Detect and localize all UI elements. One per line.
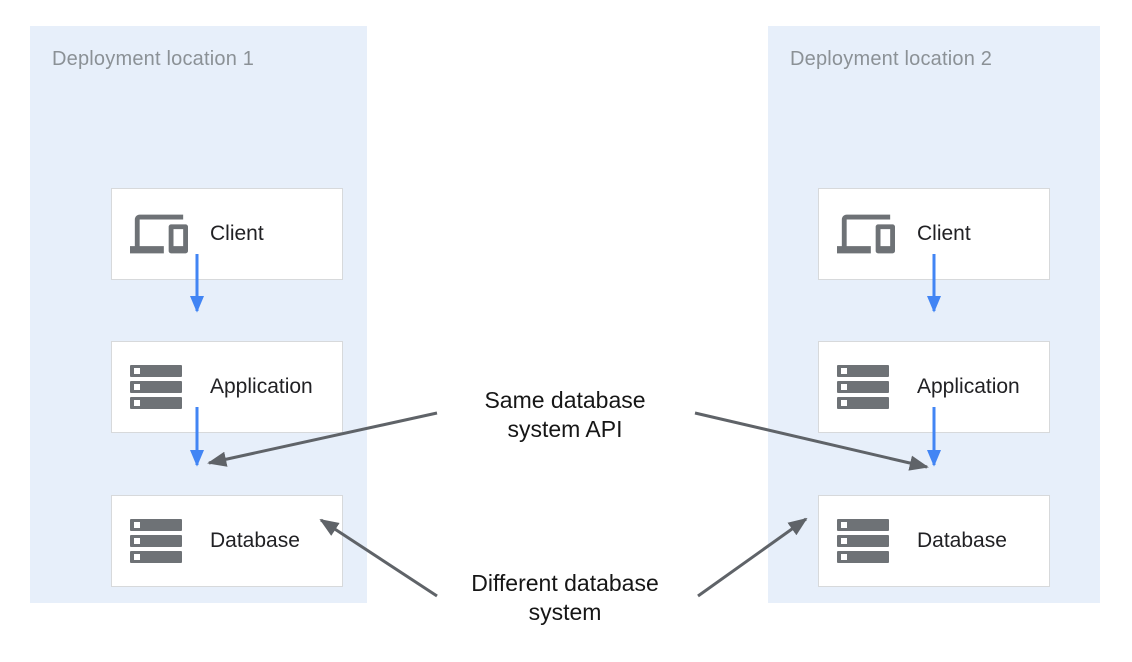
node-application: Application — [818, 341, 1050, 433]
node-label: Client — [210, 222, 264, 245]
annotation-line: system — [528, 599, 602, 625]
node-label: Database — [210, 529, 300, 552]
deployment-panel-1: Deployment location 1 Client Application — [30, 26, 367, 603]
node-label: Application — [210, 375, 313, 398]
panel-title: Deployment location 2 — [790, 48, 993, 70]
devices-icon — [837, 205, 917, 263]
node-client: Client — [818, 188, 1050, 280]
annotation-line: Different database — [471, 570, 659, 596]
node-database: Database — [818, 495, 1050, 587]
devices-icon — [130, 205, 210, 263]
node-label: Application — [917, 375, 1020, 398]
node-client: Client — [111, 188, 343, 280]
node-database: Database — [111, 495, 343, 587]
storage-icon — [837, 519, 917, 563]
deployment-panel-2: Deployment location 2 Client Application — [768, 26, 1100, 603]
storage-icon — [130, 365, 210, 409]
node-label: Client — [917, 222, 971, 245]
storage-icon — [837, 365, 917, 409]
annotation-line: system API — [507, 416, 623, 442]
annotation-different-database: Different database system — [425, 569, 705, 627]
panel-title: Deployment location 1 — [52, 48, 255, 70]
annotation-line: Same database — [484, 387, 646, 413]
node-application: Application — [111, 341, 343, 433]
storage-icon — [130, 519, 210, 563]
node-label: Database — [917, 529, 1007, 552]
annotation-same-database-api: Same database system API — [425, 386, 705, 444]
